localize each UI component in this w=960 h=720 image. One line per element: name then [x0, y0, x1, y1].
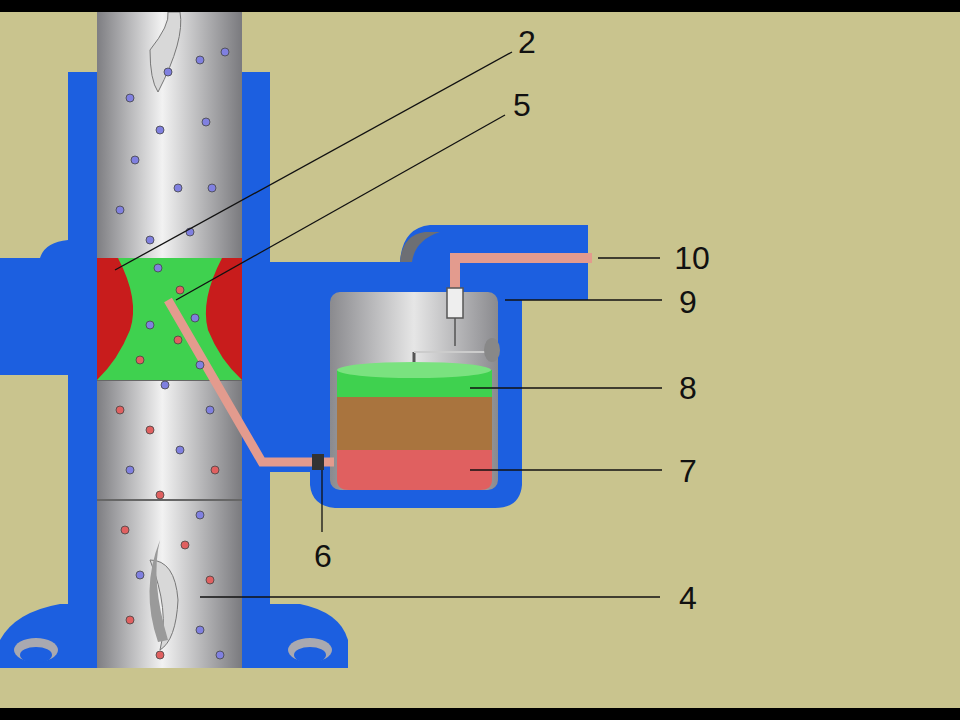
leader-lines — [598, 257, 660, 258]
particles — [116, 206, 124, 214]
bore — [97, 12, 242, 668]
fuel-tubes — [312, 454, 324, 470]
particles — [206, 576, 214, 584]
particles — [154, 264, 162, 272]
callout-number: 6 — [314, 540, 332, 572]
float-chamber — [330, 292, 500, 490]
particles — [136, 356, 144, 364]
float-chamber — [337, 395, 492, 450]
particles — [121, 526, 129, 534]
particles — [146, 426, 154, 434]
fuel-tubes — [454, 318, 456, 346]
housing — [20, 647, 52, 663]
callout-number: 5 — [513, 89, 531, 121]
particles — [116, 406, 124, 414]
callout-number: 9 — [679, 286, 697, 318]
leader-lines — [115, 52, 662, 597]
particles — [116, 48, 229, 659]
float-chamber — [413, 352, 416, 362]
particles — [156, 491, 164, 499]
housing — [0, 72, 588, 668]
leader-lines — [115, 52, 512, 270]
housing — [294, 647, 326, 663]
callout-number: 4 — [679, 582, 697, 614]
leader-lines — [200, 596, 660, 597]
housing — [400, 232, 440, 262]
particles — [136, 571, 144, 579]
particles — [174, 184, 182, 192]
callout-number: 7 — [679, 455, 697, 487]
particles — [181, 541, 189, 549]
housing — [268, 225, 588, 508]
leader-lines — [505, 299, 662, 300]
leader-lines — [470, 387, 662, 388]
swirl-vanes — [149, 540, 168, 642]
particles — [206, 406, 214, 414]
particles — [126, 616, 134, 624]
float-chamber — [330, 292, 498, 490]
swirl-vanes — [149, 12, 180, 650]
particles — [146, 321, 154, 329]
particles — [156, 126, 164, 134]
particles — [176, 446, 184, 454]
housing — [14, 638, 58, 662]
bore — [97, 499, 242, 501]
fuel-tubes — [168, 300, 334, 462]
fuel-tubes — [455, 258, 592, 300]
particles — [161, 381, 169, 389]
particles — [202, 118, 210, 126]
particles — [126, 466, 134, 474]
particles — [156, 651, 164, 659]
particles — [164, 68, 172, 76]
callout-number: 8 — [679, 372, 697, 404]
particles — [196, 626, 204, 634]
particles — [146, 236, 154, 244]
particles — [176, 286, 184, 294]
particles — [211, 466, 219, 474]
leader-lines — [321, 470, 322, 532]
housing — [0, 240, 68, 375]
float-chamber — [484, 338, 500, 362]
top-bar — [0, 0, 960, 12]
particles — [208, 184, 216, 192]
particles — [191, 314, 199, 322]
bottom-bar — [0, 708, 960, 720]
callout-number: 10 — [674, 242, 710, 274]
float-chamber — [337, 362, 491, 378]
swirl-vanes — [150, 12, 181, 92]
float-chamber — [414, 351, 490, 353]
particles — [196, 361, 204, 369]
particles — [126, 94, 134, 102]
callout-number: 2 — [518, 26, 536, 58]
housing — [288, 638, 332, 662]
particles — [196, 56, 204, 64]
particles — [131, 156, 139, 164]
float-chamber — [337, 450, 492, 490]
particles — [221, 48, 229, 56]
bore — [97, 258, 242, 380]
fuel-tubes — [447, 288, 463, 318]
particles — [196, 511, 204, 519]
bore — [97, 258, 242, 380]
leader-lines — [470, 469, 662, 470]
particles — [216, 651, 224, 659]
fuel-tubes — [168, 258, 592, 470]
particles — [174, 336, 182, 344]
leader-lines — [176, 115, 505, 300]
bore — [97, 12, 242, 668]
